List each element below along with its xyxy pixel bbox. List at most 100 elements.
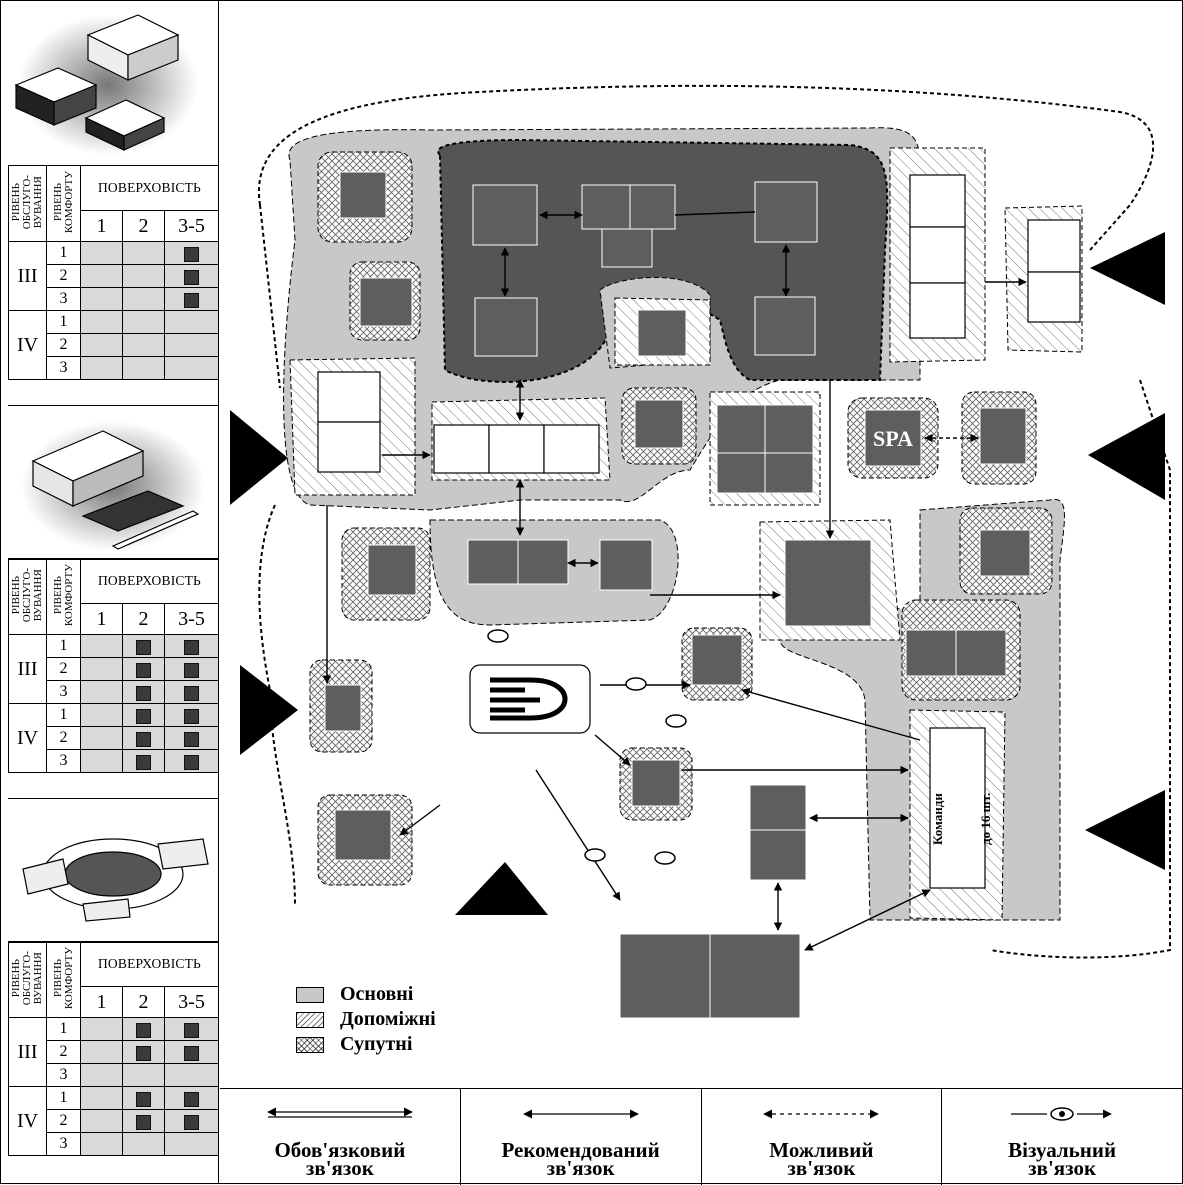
available-marker <box>136 1091 151 1107</box>
service-level-value: IV <box>8 703 47 773</box>
eye-icon-pool <box>487 629 509 643</box>
shower-tile-middle <box>488 424 545 474</box>
building-illustration-1 <box>8 0 218 166</box>
team-locker-tile <box>929 727 986 889</box>
comfort-level-value: 2 <box>46 264 81 288</box>
cardio-icon <box>472 184 538 246</box>
comfort-level-value: 3 <box>46 749 81 773</box>
floor-column-header: 1 <box>80 986 123 1018</box>
service-level-value: IV <box>8 1086 47 1156</box>
solarium-icon <box>634 399 684 449</box>
availability-cell <box>122 634 165 658</box>
availability-cell <box>163 634 220 658</box>
comfort-level-header: РІВЕНЬ КОМФОРТУ <box>51 170 75 234</box>
weights-icon <box>474 297 538 357</box>
availability-cell <box>122 1086 165 1110</box>
service-level-value: III <box>8 634 47 704</box>
entrance-arrow-east-3 <box>1085 790 1165 870</box>
floors-header: ПОВЕРХОВІСТЬ <box>79 165 220 211</box>
availability-cell <box>80 356 123 380</box>
available-marker <box>184 1091 199 1107</box>
service-level-header: РІВЕНЬ ОБСЛУГО- ВУВАННЯ <box>10 174 44 230</box>
entrance-arrow-south <box>455 862 548 915</box>
comfort-level-value: 1 <box>46 310 81 334</box>
link-visual-subtitle: зв'язок <box>1028 1156 1097 1180</box>
link-mandatory-subtitle: зв'язок <box>305 1156 374 1180</box>
spa-label: SPA <box>873 426 913 451</box>
reception-tile-left <box>317 421 381 473</box>
jacuzzi-icon <box>599 539 653 591</box>
comfort-level-value: 3 <box>46 1063 81 1087</box>
floor-column-header: 2 <box>122 210 165 242</box>
link-possible-subtitle: зв'язок <box>787 1156 856 1180</box>
available-marker <box>184 246 199 262</box>
availability-cell <box>80 1017 123 1041</box>
comfort-level-value: 1 <box>46 703 81 727</box>
wheelchair-tile-right <box>909 282 966 339</box>
availability-cell <box>163 703 220 727</box>
availability-cell <box>122 310 165 334</box>
eye-icon-cinema <box>665 714 687 728</box>
floor-column-header: 1 <box>80 603 123 635</box>
availability-cell <box>80 1040 123 1064</box>
comfort-level-header: РІВЕНЬ КОМФОРТУ <box>51 563 75 627</box>
availability-cell <box>122 264 165 288</box>
availability-cell <box>163 287 220 311</box>
availability-cell <box>163 657 220 681</box>
cocktail-bar-icon <box>637 309 687 357</box>
availability-cell <box>163 749 220 773</box>
comfort-level-value: 3 <box>46 287 81 311</box>
wardrobe-tile-left <box>317 371 381 423</box>
gym-weights-icon <box>749 784 807 831</box>
availability-cell <box>122 1063 165 1087</box>
sports-hall-seats-icon <box>490 677 568 721</box>
available-marker <box>184 1114 199 1130</box>
boxing-icon <box>754 181 818 243</box>
availability-cell <box>122 1040 165 1064</box>
available-marker <box>136 1114 151 1130</box>
comfort-level-value: 1 <box>46 1086 81 1110</box>
aerobics-icon <box>581 184 631 230</box>
availability-cell <box>80 287 123 311</box>
comfort-level-value: 3 <box>46 356 81 380</box>
availability-cell <box>122 703 165 727</box>
availability-cell <box>80 310 123 334</box>
legend-main-label: Основні <box>340 983 414 1005</box>
link-field-teams <box>804 889 931 951</box>
legend-swatch-related <box>296 1036 324 1053</box>
availability-cell <box>122 749 165 773</box>
available-marker <box>184 292 199 308</box>
availability-cell <box>122 726 165 750</box>
medical-icon <box>784 539 872 627</box>
comfort-level-value: 3 <box>46 680 81 704</box>
entrance-arrow-west-2 <box>240 665 298 755</box>
comfort-level-value: 1 <box>46 634 81 658</box>
wardrobe-tile-middle <box>433 424 490 474</box>
service-level-header: РІВЕНЬ ОБСЛУГО- ВУВАННЯ <box>10 950 44 1006</box>
availability-cell <box>163 1040 220 1064</box>
available-marker <box>184 269 199 285</box>
availability-cell <box>163 264 220 288</box>
hairdresser-icon <box>979 407 1027 465</box>
massage-icon <box>754 296 816 356</box>
kids-pool-icon <box>517 539 569 585</box>
cafe-icon <box>334 809 392 861</box>
beach-icon <box>367 544 417 596</box>
availability-cell <box>80 749 123 773</box>
availability-cell <box>163 1086 220 1110</box>
comfort-level-value: 2 <box>46 726 81 750</box>
entrance-arrow-west-1 <box>230 410 288 505</box>
comfort-level-value: 2 <box>46 1040 81 1064</box>
availability-cell <box>122 356 165 380</box>
availability-cell <box>80 333 123 357</box>
comfort-level-value: 2 <box>46 1109 81 1133</box>
available-marker <box>184 1045 199 1061</box>
availability-cell <box>122 241 165 265</box>
availability-cell <box>80 703 123 727</box>
spa-icon <box>864 409 922 467</box>
